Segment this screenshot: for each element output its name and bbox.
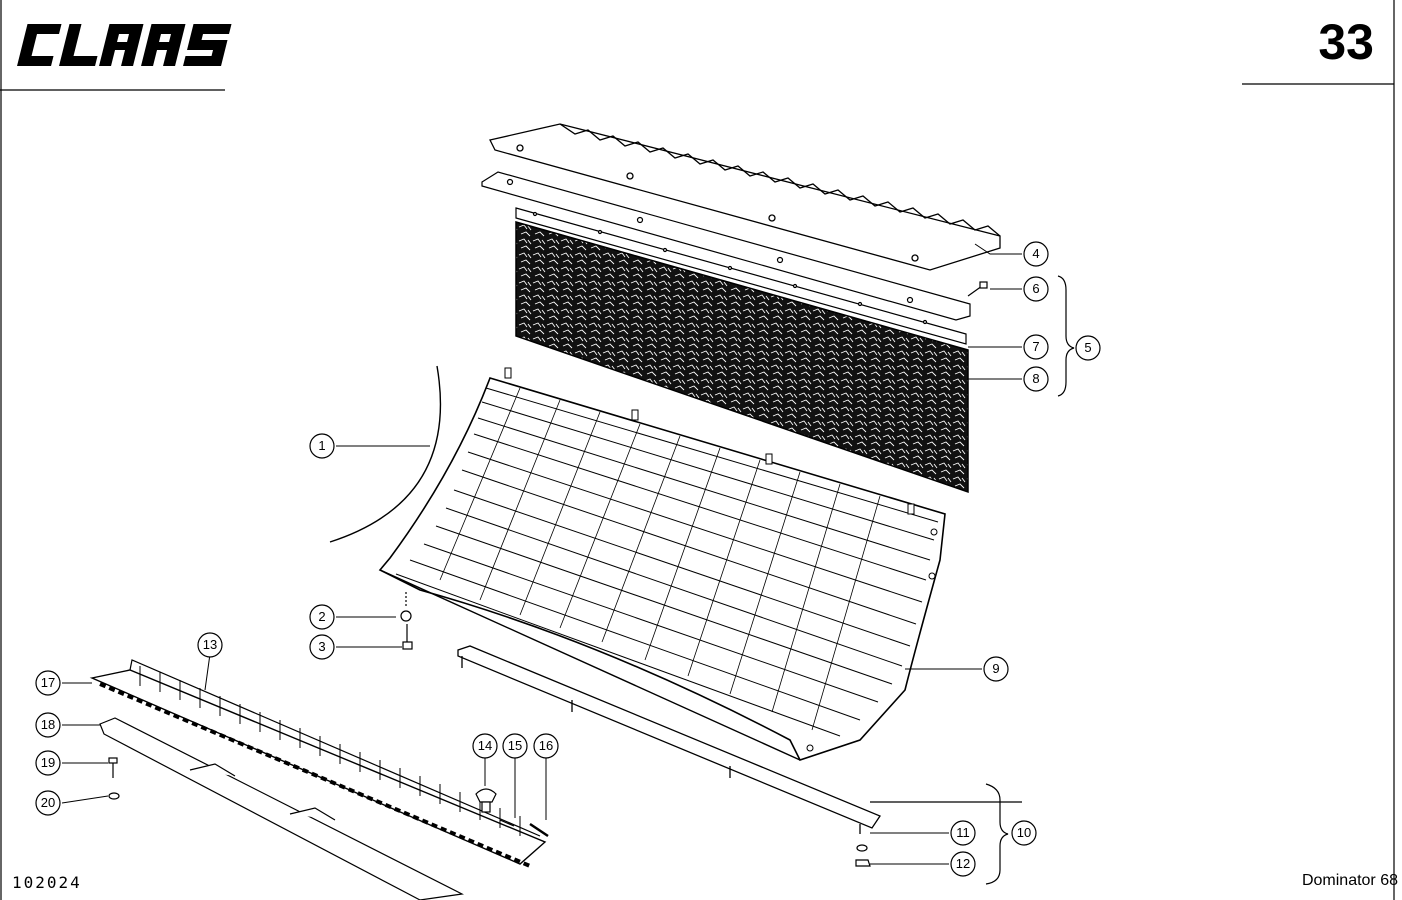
callout-11 bbox=[950, 820, 976, 846]
callout-2 bbox=[309, 604, 335, 630]
callout-10 bbox=[1011, 820, 1037, 846]
callout-label-20: 20 bbox=[41, 795, 55, 810]
brand-logo bbox=[17, 24, 232, 66]
callout-4 bbox=[1023, 241, 1049, 267]
callout-label-4: 4 bbox=[1032, 246, 1039, 261]
callout-1 bbox=[309, 433, 335, 459]
callout-label-7: 7 bbox=[1032, 339, 1039, 354]
callout-9 bbox=[983, 656, 1009, 682]
leader-lines bbox=[61, 243, 1022, 865]
part-long-rail bbox=[457, 645, 881, 834]
callout-label-1: 1 bbox=[318, 438, 325, 453]
callout-5 bbox=[1075, 335, 1101, 361]
callout-label-19: 19 bbox=[41, 755, 55, 770]
part-base-plate bbox=[99, 717, 464, 900]
callout-label-15: 15 bbox=[508, 738, 522, 753]
callout-13 bbox=[197, 632, 223, 658]
callout-label-13: 13 bbox=[203, 637, 217, 652]
callout-label-17: 17 bbox=[41, 675, 55, 690]
callout-label-10: 10 bbox=[1017, 825, 1031, 840]
callout-19 bbox=[35, 750, 61, 776]
page-number: 33 bbox=[1318, 14, 1374, 70]
callout-12 bbox=[950, 851, 976, 877]
callout-label-11: 11 bbox=[956, 825, 970, 840]
callout-label-9: 9 bbox=[992, 661, 999, 676]
part-rail bbox=[515, 207, 967, 345]
callout-label-2: 2 bbox=[318, 609, 325, 624]
callout-14 bbox=[472, 733, 498, 759]
callout-17 bbox=[35, 670, 61, 696]
model-name: Dominator 68 bbox=[1301, 872, 1398, 889]
part-strip bbox=[481, 171, 971, 321]
callout-label-6: 6 bbox=[1032, 281, 1039, 296]
part-screen-panel bbox=[515, 221, 969, 494]
brace-group-10 bbox=[870, 783, 1022, 885]
callout-label-14: 14 bbox=[478, 738, 492, 753]
callout-6 bbox=[1023, 276, 1049, 302]
callout-15 bbox=[502, 733, 528, 759]
callout-18 bbox=[35, 712, 61, 738]
drawing-number: 102024 bbox=[12, 873, 82, 892]
part-concave-grate bbox=[378, 367, 946, 761]
callout-label-18: 18 bbox=[41, 717, 55, 732]
callout-labels: 1 2 3 4 5 6 7 8 9 10 11 12 13 14 15 16 1… bbox=[41, 246, 1092, 871]
callouts bbox=[35, 241, 1101, 877]
callout-label-12: 12 bbox=[956, 856, 970, 871]
part-nut-bolt bbox=[400, 592, 413, 650]
callout-3 bbox=[309, 634, 335, 660]
callout-label-16: 16 bbox=[539, 738, 553, 753]
callout-label-3: 3 bbox=[318, 639, 325, 654]
part-washer-nut bbox=[855, 844, 871, 867]
callout-label-5: 5 bbox=[1084, 340, 1091, 355]
callout-7 bbox=[1023, 334, 1049, 360]
part-top-cover bbox=[489, 123, 1001, 271]
part-fastener-set bbox=[475, 788, 549, 838]
part-bolt-small bbox=[967, 281, 988, 297]
part-screw-washer bbox=[108, 757, 120, 800]
brace-group-5 bbox=[1057, 275, 1075, 397]
part-concave-arc bbox=[329, 365, 442, 543]
callout-8 bbox=[1023, 366, 1049, 392]
callout-20 bbox=[35, 790, 61, 816]
callout-label-8: 8 bbox=[1032, 371, 1039, 386]
callout-16 bbox=[533, 733, 559, 759]
part-comb-bar bbox=[89, 659, 547, 868]
